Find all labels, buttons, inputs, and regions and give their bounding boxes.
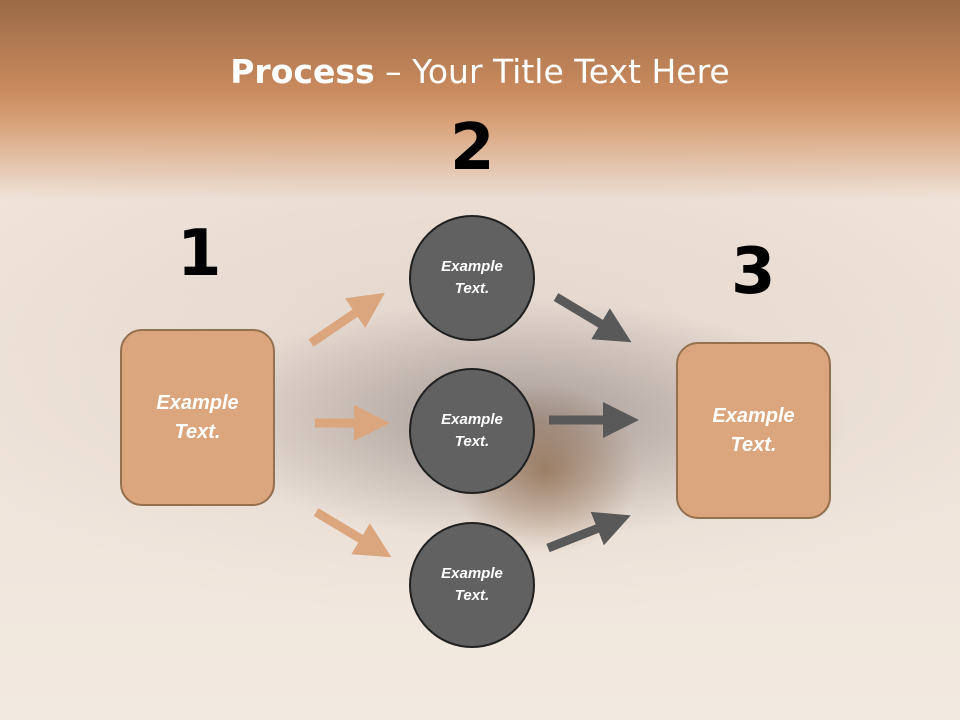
step-1-text: Example Text.	[156, 391, 239, 443]
step-2-circle-bottom-text: Example Text.	[441, 564, 503, 605]
title-band	[0, 0, 960, 200]
step-2-circle-middle-text: Example Text.	[441, 410, 503, 451]
step-2-circle-middle: Example Text.	[409, 368, 535, 494]
title-bold: Process	[230, 52, 375, 91]
arrow-2-bottom-to-3	[546, 511, 631, 553]
step-1-box: Example Text.	[120, 329, 275, 506]
step-number-3: 3	[731, 235, 776, 309]
step-2-circle-bottom: Example Text.	[409, 522, 535, 648]
arrow-1-to-2-bottom	[313, 508, 392, 558]
step-2-circle-top: Example Text.	[409, 215, 535, 341]
title-rest: – Your Title Text Here	[374, 52, 730, 91]
step-2-circle-top-text: Example Text.	[441, 257, 503, 298]
step-3-text: Example Text.	[712, 404, 795, 456]
step-3-box: Example Text.	[676, 342, 831, 519]
page-title: Process – Your Title Text Here	[0, 52, 960, 91]
arrow-1-to-2-top	[308, 292, 385, 347]
step-number-1: 1	[177, 217, 222, 291]
arrow-2-top-to-3	[553, 293, 632, 343]
step-number-2: 2	[450, 111, 495, 185]
